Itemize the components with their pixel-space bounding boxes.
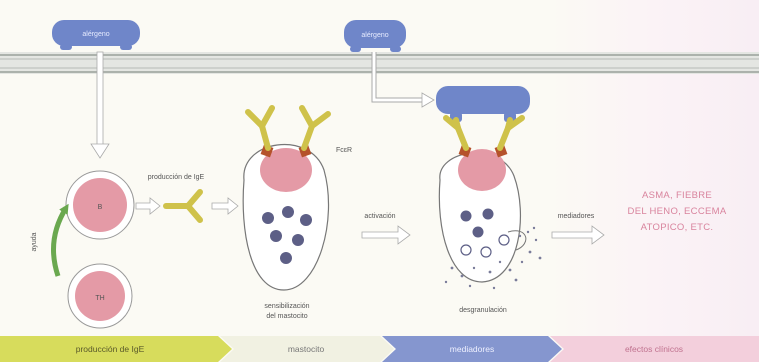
clinical-effects-text: ASMA, FIEBRE DEL HENO, ECCEMA ATOPICO, E… [628,190,727,233]
th-cell: TH [68,264,132,328]
ige-to-mastcell-arrow [212,198,238,214]
b-cell-label: B [98,204,103,211]
help-label: ayuda [31,232,38,251]
clinical-line1: ASMA, FIEBRE [642,190,712,201]
stage-mastcell-label: mastocito [288,344,325,354]
sensitization-line2: del mastocito [266,313,307,320]
mediators-arrow-label: mediadores [558,213,595,220]
activation-label: activación [364,213,395,220]
clinical-line3: ATOPICO, ETC. [641,222,714,233]
stage-production-label: producción de IgE [76,344,145,354]
sensitized-mast-cell [243,108,328,290]
tissue-membrane [0,52,759,74]
allergen-left: alérgeno [52,20,140,50]
degranulating-mast-cell [439,118,526,282]
b-cell: B [66,171,134,239]
allergen-right: alérgeno [344,20,406,52]
th-cell-label: TH [95,295,104,302]
receptor-label: FcɛR [336,147,352,154]
degranulation-label: desgranulación [459,307,507,314]
mediators-arrow: mediadores [552,213,604,244]
allergen-right-label: alérgeno [361,32,388,39]
clinical-line2: DEL HENO, ECCEMA [628,206,727,217]
b-cell-to-ige-arrow [136,198,160,214]
stage-bar: producción de IgE mastocito mediadores e… [0,336,759,362]
help-arrow: ayuda [31,208,66,276]
activation-arrow: activación [362,213,410,244]
allergen-left-label: alérgeno [82,31,109,38]
allergen-bridge [436,86,530,122]
ige-antibody [166,192,200,220]
stage-mediators-label: mediadores [450,344,494,354]
stage-clinical-label: efectos clínicos [625,344,683,354]
sensitization-line1: sensibilización [264,303,309,310]
production-label: producción de IgE [148,174,205,181]
